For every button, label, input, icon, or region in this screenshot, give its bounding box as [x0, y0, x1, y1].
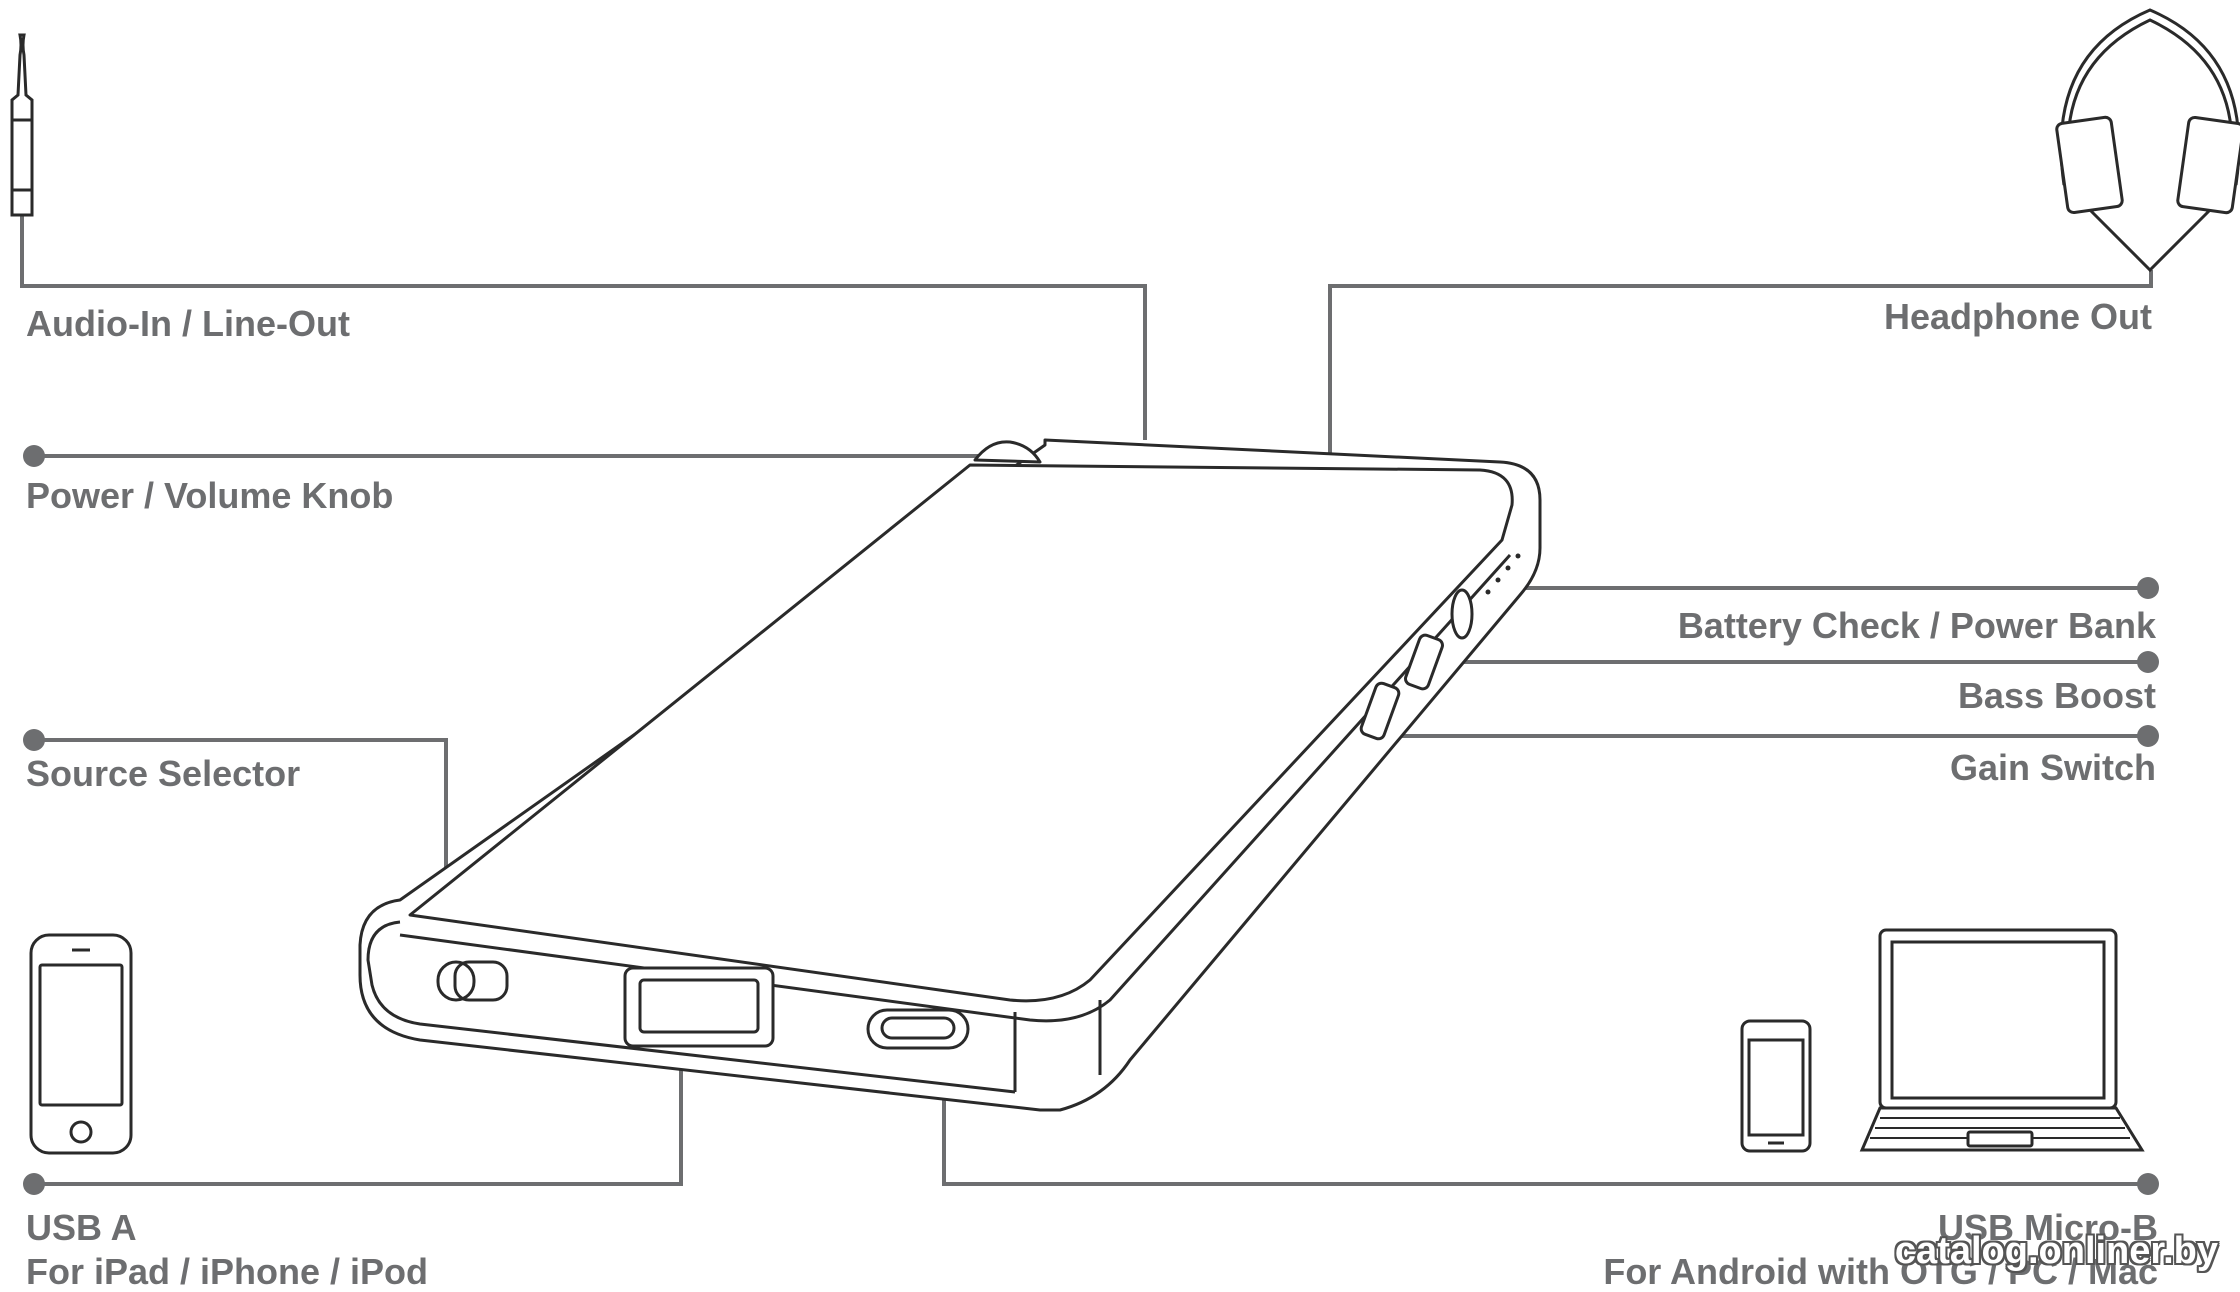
device-edge-line	[399, 553, 1512, 1023]
battery-led-dots	[1485, 553, 1521, 595]
leader-usb-a	[34, 1042, 683, 1186]
watermark: catalog.onliner.by	[1894, 1230, 2218, 1272]
leader-headphone-out	[1328, 270, 2153, 455]
dot-power-knob	[23, 445, 45, 467]
dot-bass-boost	[2137, 651, 2159, 673]
dot-battery-check	[2137, 577, 2159, 599]
label-gain-switch: Gain Switch	[1949, 747, 2156, 788]
label-headphone-out: Headphone Out	[1884, 296, 2152, 337]
source-selector-slot	[453, 960, 509, 1002]
dot-gain-switch	[2137, 725, 2159, 747]
callout-dots	[23, 445, 2159, 1195]
label-usb-a-sub: For iPad / iPhone / iPod	[26, 1251, 429, 1292]
power-knob	[973, 440, 1042, 464]
label-battery-check: Battery Check / Power Bank	[1677, 605, 2156, 646]
label-bass-boost: Bass Boost	[1957, 675, 2156, 716]
label-usb-a: USB A	[26, 1207, 137, 1248]
label-power-knob: Power / Volume Knob	[26, 475, 394, 516]
device-top-panel	[408, 463, 1514, 1003]
laptop-icon	[1859, 928, 2145, 1152]
headphones-icon	[2055, 8, 2240, 273]
bass-boost-switch	[1404, 633, 1444, 691]
iphone-icon	[29, 933, 133, 1155]
label-audio-in: Audio-In / Line-Out	[26, 303, 350, 344]
label-source-selector: Source Selector	[26, 753, 301, 794]
dot-usb-micro-b	[2137, 1173, 2159, 1195]
amplifier-device	[358, 438, 1542, 1112]
device-front-face	[366, 920, 1016, 1094]
usb-a-port-inner	[638, 978, 760, 1034]
leader-battery-check	[1466, 586, 2148, 605]
gain-switch	[1359, 681, 1401, 741]
dot-source-selector	[23, 729, 45, 751]
usb-a-port	[623, 966, 775, 1048]
android-phone-icon	[1740, 1019, 1812, 1153]
dot-usb-a	[23, 1173, 45, 1195]
leader-audio-in	[20, 200, 1147, 440]
label-usb-micro-b: USB Micro-B	[1937, 1207, 2158, 1248]
device-front-rim	[1013, 1000, 1102, 1092]
audio-jack-icon	[10, 33, 34, 217]
battery-check-button	[1450, 588, 1474, 640]
usb-micro-b-port-inner	[880, 1016, 956, 1040]
label-usb-micro-b-sub: For Android with OTG / PC / Mac	[1603, 1251, 2158, 1292]
